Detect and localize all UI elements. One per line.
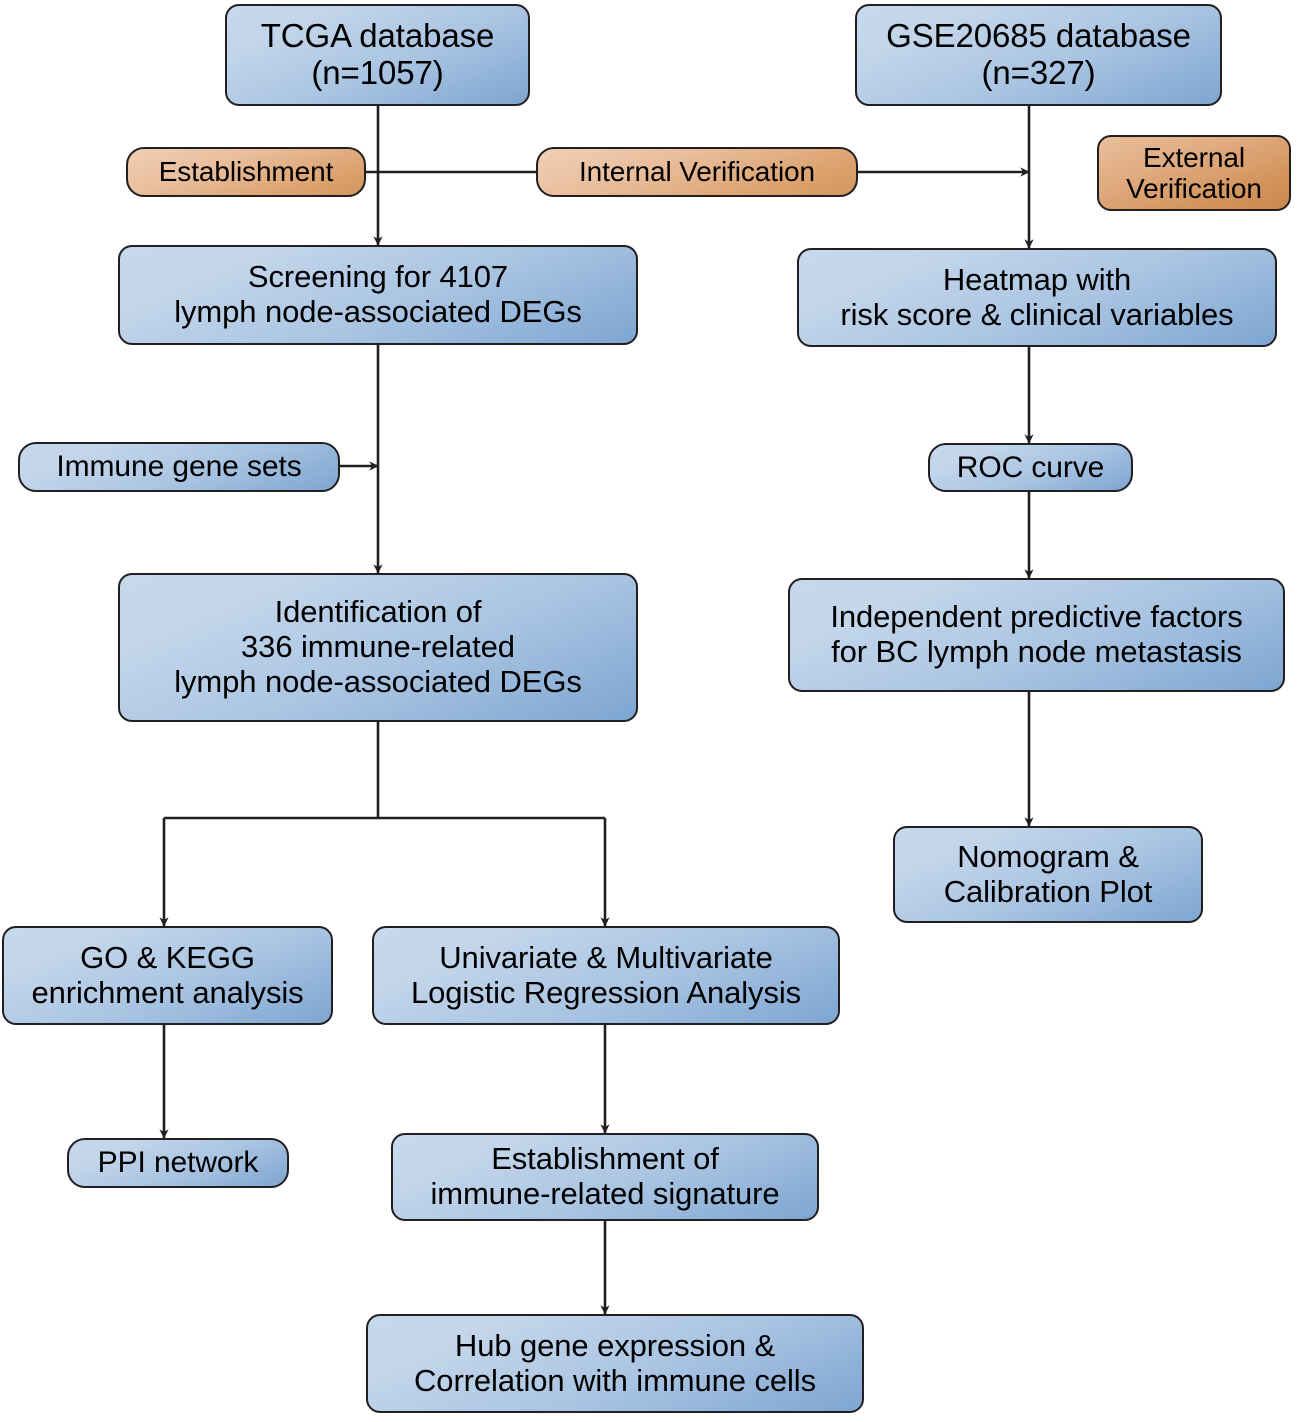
node-heatmap[interactable]: Heatmap with risk score & clinical varia…: [797, 248, 1277, 347]
node-logistic-regression[interactable]: Univariate & Multivariate Logistic Regre…: [372, 926, 840, 1025]
node-hub-gene[interactable]: Hub gene expression & Correlation with i…: [366, 1314, 864, 1413]
node-gse-database[interactable]: GSE20685 database (n=327): [855, 4, 1222, 106]
node-identification-degs[interactable]: Identification of 336 immune-related lym…: [118, 573, 638, 722]
node-immune-gene-sets[interactable]: Immune gene sets: [18, 442, 340, 492]
node-external-verification-label[interactable]: External Verification: [1097, 135, 1291, 211]
node-go-kegg[interactable]: GO & KEGG enrichment analysis: [2, 926, 333, 1025]
node-ppi-network[interactable]: PPI network: [67, 1138, 289, 1188]
node-establishment-label[interactable]: Establishment: [126, 147, 366, 197]
node-nomogram[interactable]: Nomogram & Calibration Plot: [893, 826, 1203, 923]
node-roc-curve[interactable]: ROC curve: [928, 443, 1133, 492]
node-screening-degs[interactable]: Screening for 4107 lymph node-associated…: [118, 245, 638, 345]
node-tcga-database[interactable]: TCGA database (n=1057): [225, 4, 530, 106]
node-independent-factors[interactable]: Independent predictive factors for BC ly…: [788, 578, 1285, 692]
node-immune-signature[interactable]: Establishment of immune-related signatur…: [391, 1133, 819, 1221]
node-internal-verification-label[interactable]: Internal Verification: [536, 147, 858, 197]
